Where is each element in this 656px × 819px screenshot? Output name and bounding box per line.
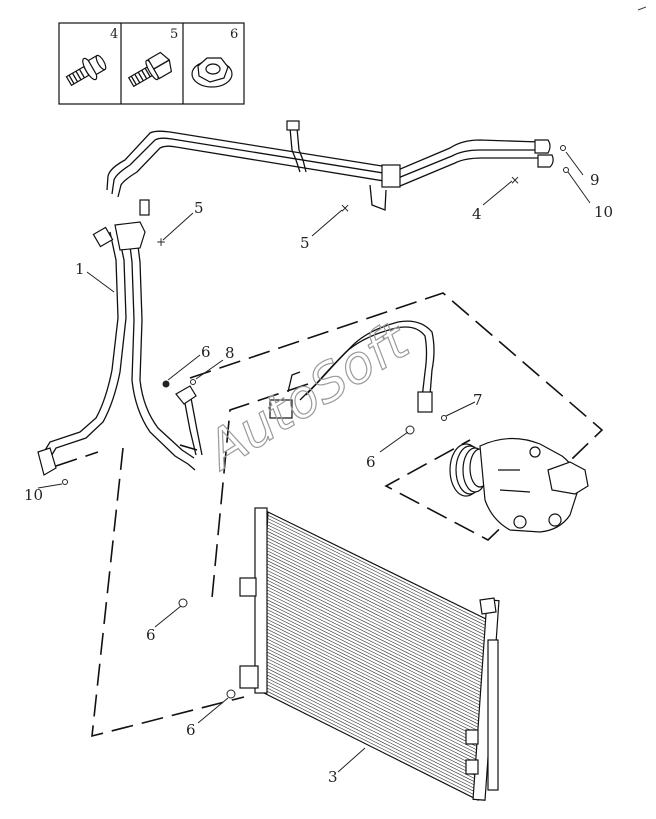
condenser-fin-line — [258, 673, 480, 785]
condenser-fin-line — [265, 553, 486, 663]
left-pipe-assembly — [37, 221, 203, 476]
legend-number-4: 4 — [110, 27, 118, 42]
condenser-fin-line — [259, 664, 480, 775]
condenser-fin-line — [259, 667, 480, 778]
callout-4: 4 — [472, 205, 482, 223]
callout-labels: 1 3 4 5 5 6 6 6 6 7 8 9 10 10 — [24, 171, 613, 786]
condenser-fin-line — [260, 651, 481, 762]
condenser-fin-line — [265, 559, 486, 669]
condenser-fin-line — [260, 642, 481, 753]
condenser-fin-line — [261, 632, 482, 743]
condenser-fin-line — [258, 680, 479, 791]
condenser-fin-line — [259, 654, 481, 765]
condenser-fin-line — [265, 549, 486, 659]
condenser-fin-line — [262, 600, 484, 711]
condenser-fin-line — [265, 556, 486, 666]
condenser-fins — [258, 514, 488, 798]
callout-3: 3 — [328, 768, 338, 786]
condenser-fin-line — [260, 648, 481, 759]
condenser-fin-line — [266, 533, 487, 643]
condenser-fin-line — [264, 575, 485, 685]
callout-10-right: 10 — [594, 203, 613, 221]
condenser-fin-line — [263, 594, 484, 704]
condenser-fin-line — [266, 537, 487, 646]
condenser-fin-line — [264, 572, 485, 682]
condenser-fin-line — [258, 677, 479, 788]
condenser-fin-line — [260, 638, 481, 749]
watermark-text: AutoSoft — [195, 310, 421, 482]
callout-6-c: 6 — [146, 626, 156, 644]
condenser-fin-line — [263, 588, 484, 698]
condenser-fin-line — [265, 562, 486, 672]
compressor-hose — [269, 320, 435, 419]
condenser-fin-line — [260, 635, 482, 746]
leader-lines — [37, 151, 591, 773]
callout-6-b: 6 — [366, 453, 376, 471]
condenser-fin-line — [266, 543, 487, 653]
legend-number-6: 6 — [230, 27, 238, 42]
callout-5-mid: 5 — [300, 234, 310, 252]
condenser-fin-line — [261, 619, 483, 730]
condenser-fin-line — [262, 607, 483, 717]
small-fasteners: + × × — [62, 145, 569, 699]
condenser-fin-line — [261, 629, 482, 740]
condenser-fin-line — [264, 578, 485, 688]
condenser-fin-line — [258, 686, 479, 798]
bolt-hex-icon — [127, 51, 173, 88]
condenser-fin-line — [259, 661, 480, 772]
fastener-legend-box: 4 5 6 — [58, 22, 245, 105]
condenser-fin-line — [260, 645, 481, 756]
callout-8: 8 — [225, 344, 235, 362]
callout-1: 1 — [75, 260, 85, 278]
condenser-fin-line — [263, 584, 485, 695]
ac-compressor — [449, 437, 589, 533]
upper-pipe-assembly — [106, 120, 554, 216]
condenser-fin-line — [266, 530, 488, 640]
callout-6-d: 6 — [186, 721, 196, 739]
svg-text:×: × — [340, 201, 350, 215]
callout-5-top: 5 — [194, 199, 204, 217]
condenser-fin-line — [262, 610, 483, 720]
condenser-fin-line — [267, 514, 488, 624]
condenser-fin-line — [262, 613, 483, 724]
svg-text:+: + — [156, 235, 166, 249]
condenser-fin-line — [261, 626, 482, 736]
bolt-flanged-icon — [65, 54, 107, 87]
condenser-fin-line — [266, 527, 488, 637]
corner-mark — [637, 6, 647, 11]
condenser — [239, 507, 500, 801]
condenser-fin-line — [264, 568, 485, 679]
condenser-fin-line — [261, 622, 482, 733]
condenser-fin-line — [259, 657, 480, 769]
nut-flanged-icon — [191, 57, 233, 88]
condenser-fin-line — [263, 597, 484, 708]
condenser-fin-line — [267, 524, 488, 634]
legend-number-5: 5 — [170, 27, 178, 42]
condenser-fin-line — [264, 565, 486, 675]
condenser-fin-line — [266, 540, 487, 650]
condenser-fin-line — [267, 518, 488, 627]
svg-text:×: × — [510, 173, 520, 187]
condenser-fin-line — [267, 521, 488, 630]
callout-7: 7 — [473, 391, 483, 409]
condenser-fin-line — [261, 616, 483, 727]
callout-10-left: 10 — [24, 486, 43, 504]
condenser-fin-line — [258, 670, 480, 781]
condenser-fin-line — [265, 546, 487, 656]
callout-9: 9 — [590, 171, 600, 189]
condenser-fin-line — [263, 581, 485, 691]
condenser-fin-line — [263, 591, 484, 701]
condenser-fin-line — [258, 683, 479, 794]
callout-6-a: 6 — [201, 343, 211, 361]
condenser-fin-line — [262, 603, 483, 714]
